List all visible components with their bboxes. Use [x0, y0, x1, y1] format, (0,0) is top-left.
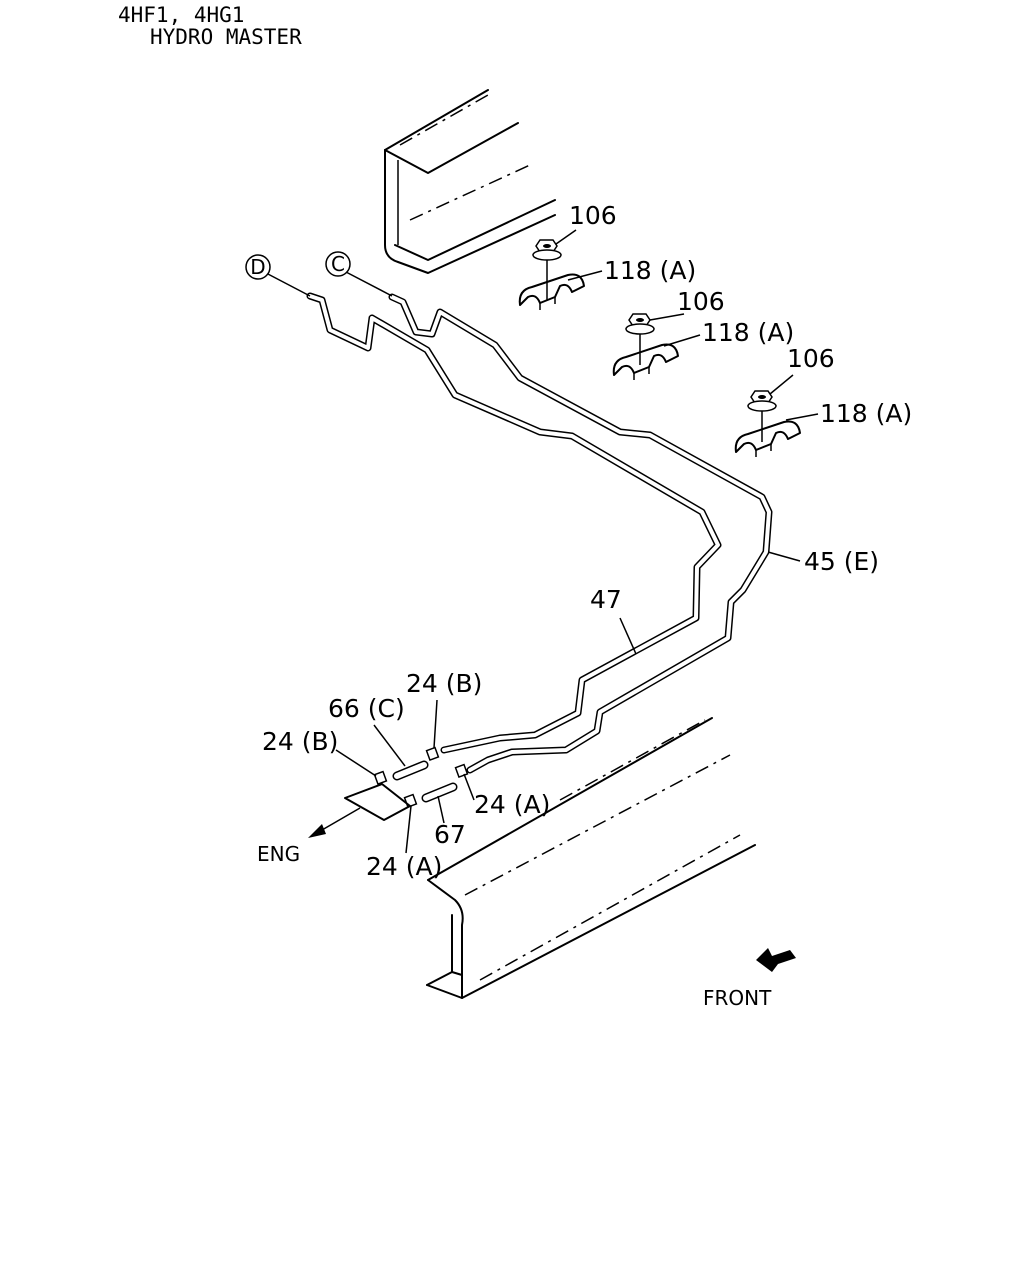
- clamp-set-2: 106 118 (A): [612, 287, 794, 380]
- clip-24a-lower-label: 24 (A): [366, 852, 442, 881]
- clip-24b-upper-label: 24 (B): [406, 669, 482, 698]
- hose-66c-label: 66 (C): [328, 694, 405, 723]
- model-code: 4HF1, 4HG1: [118, 3, 244, 27]
- hose-67-label: 67: [434, 820, 466, 849]
- clamp-set-2-clamp-label: 118 (A): [702, 318, 794, 347]
- pipe-47-label: 47: [590, 585, 622, 614]
- pipe-45e-leader: [767, 551, 801, 562]
- pipe-45e: [388, 293, 773, 774]
- pipe-45e-label: 45 (E): [804, 547, 879, 576]
- flange-nut-icon: [747, 390, 777, 412]
- clip-24b-left-icon: [373, 770, 388, 786]
- pipe-clamp-icon: [518, 273, 585, 310]
- hose-66c: [392, 760, 429, 781]
- pipe-47: [306, 292, 722, 754]
- clamp-set-1: 106 118 (A): [518, 201, 696, 310]
- flange-nut-icon: [625, 313, 655, 335]
- clamp-set-3-nut-label: 106: [787, 344, 835, 373]
- leader-d: [265, 272, 311, 297]
- upper-frame-rail: [384, 89, 556, 274]
- engine-connector-plate: [344, 783, 411, 821]
- system-name: HYDRO MASTER: [150, 25, 302, 49]
- circle-ref-d: D: [245, 254, 271, 280]
- circle-ref-c: C: [325, 251, 351, 277]
- front-direction-arrow-icon: [756, 948, 796, 972]
- circle-ref-d-text: D: [250, 255, 265, 279]
- engine-direction-arrow-icon: [308, 807, 361, 838]
- clip-24a-right-label: 24 (A): [474, 790, 550, 819]
- pipe-clamp-icon: [612, 343, 679, 380]
- leader-c: [345, 271, 393, 297]
- pipe-47-leader: [619, 617, 637, 655]
- clamp-set-3-clamp-label: 118 (A): [820, 399, 912, 428]
- clamp-set-3: 106 118 (A): [734, 344, 912, 457]
- pipe-clamp-icon: [734, 420, 801, 457]
- clip-24b-left-label: 24 (B): [262, 727, 338, 756]
- hose-67: [421, 782, 458, 803]
- clip-24b-upper-icon: [425, 746, 440, 762]
- clamp-set-2-nut-label: 106: [677, 287, 725, 316]
- clamp-set-1-clamp-label: 118 (A): [604, 256, 696, 285]
- flange-nut-icon: [532, 239, 562, 261]
- circle-ref-c-text: C: [331, 252, 345, 276]
- engine-direction-label: ENG: [257, 842, 300, 866]
- clamp-set-1-nut-label: 106: [569, 201, 617, 230]
- lower-frame-rail: [426, 717, 756, 999]
- clip-24a-right-icon: [454, 763, 469, 779]
- front-direction-label: FRONT: [703, 986, 772, 1010]
